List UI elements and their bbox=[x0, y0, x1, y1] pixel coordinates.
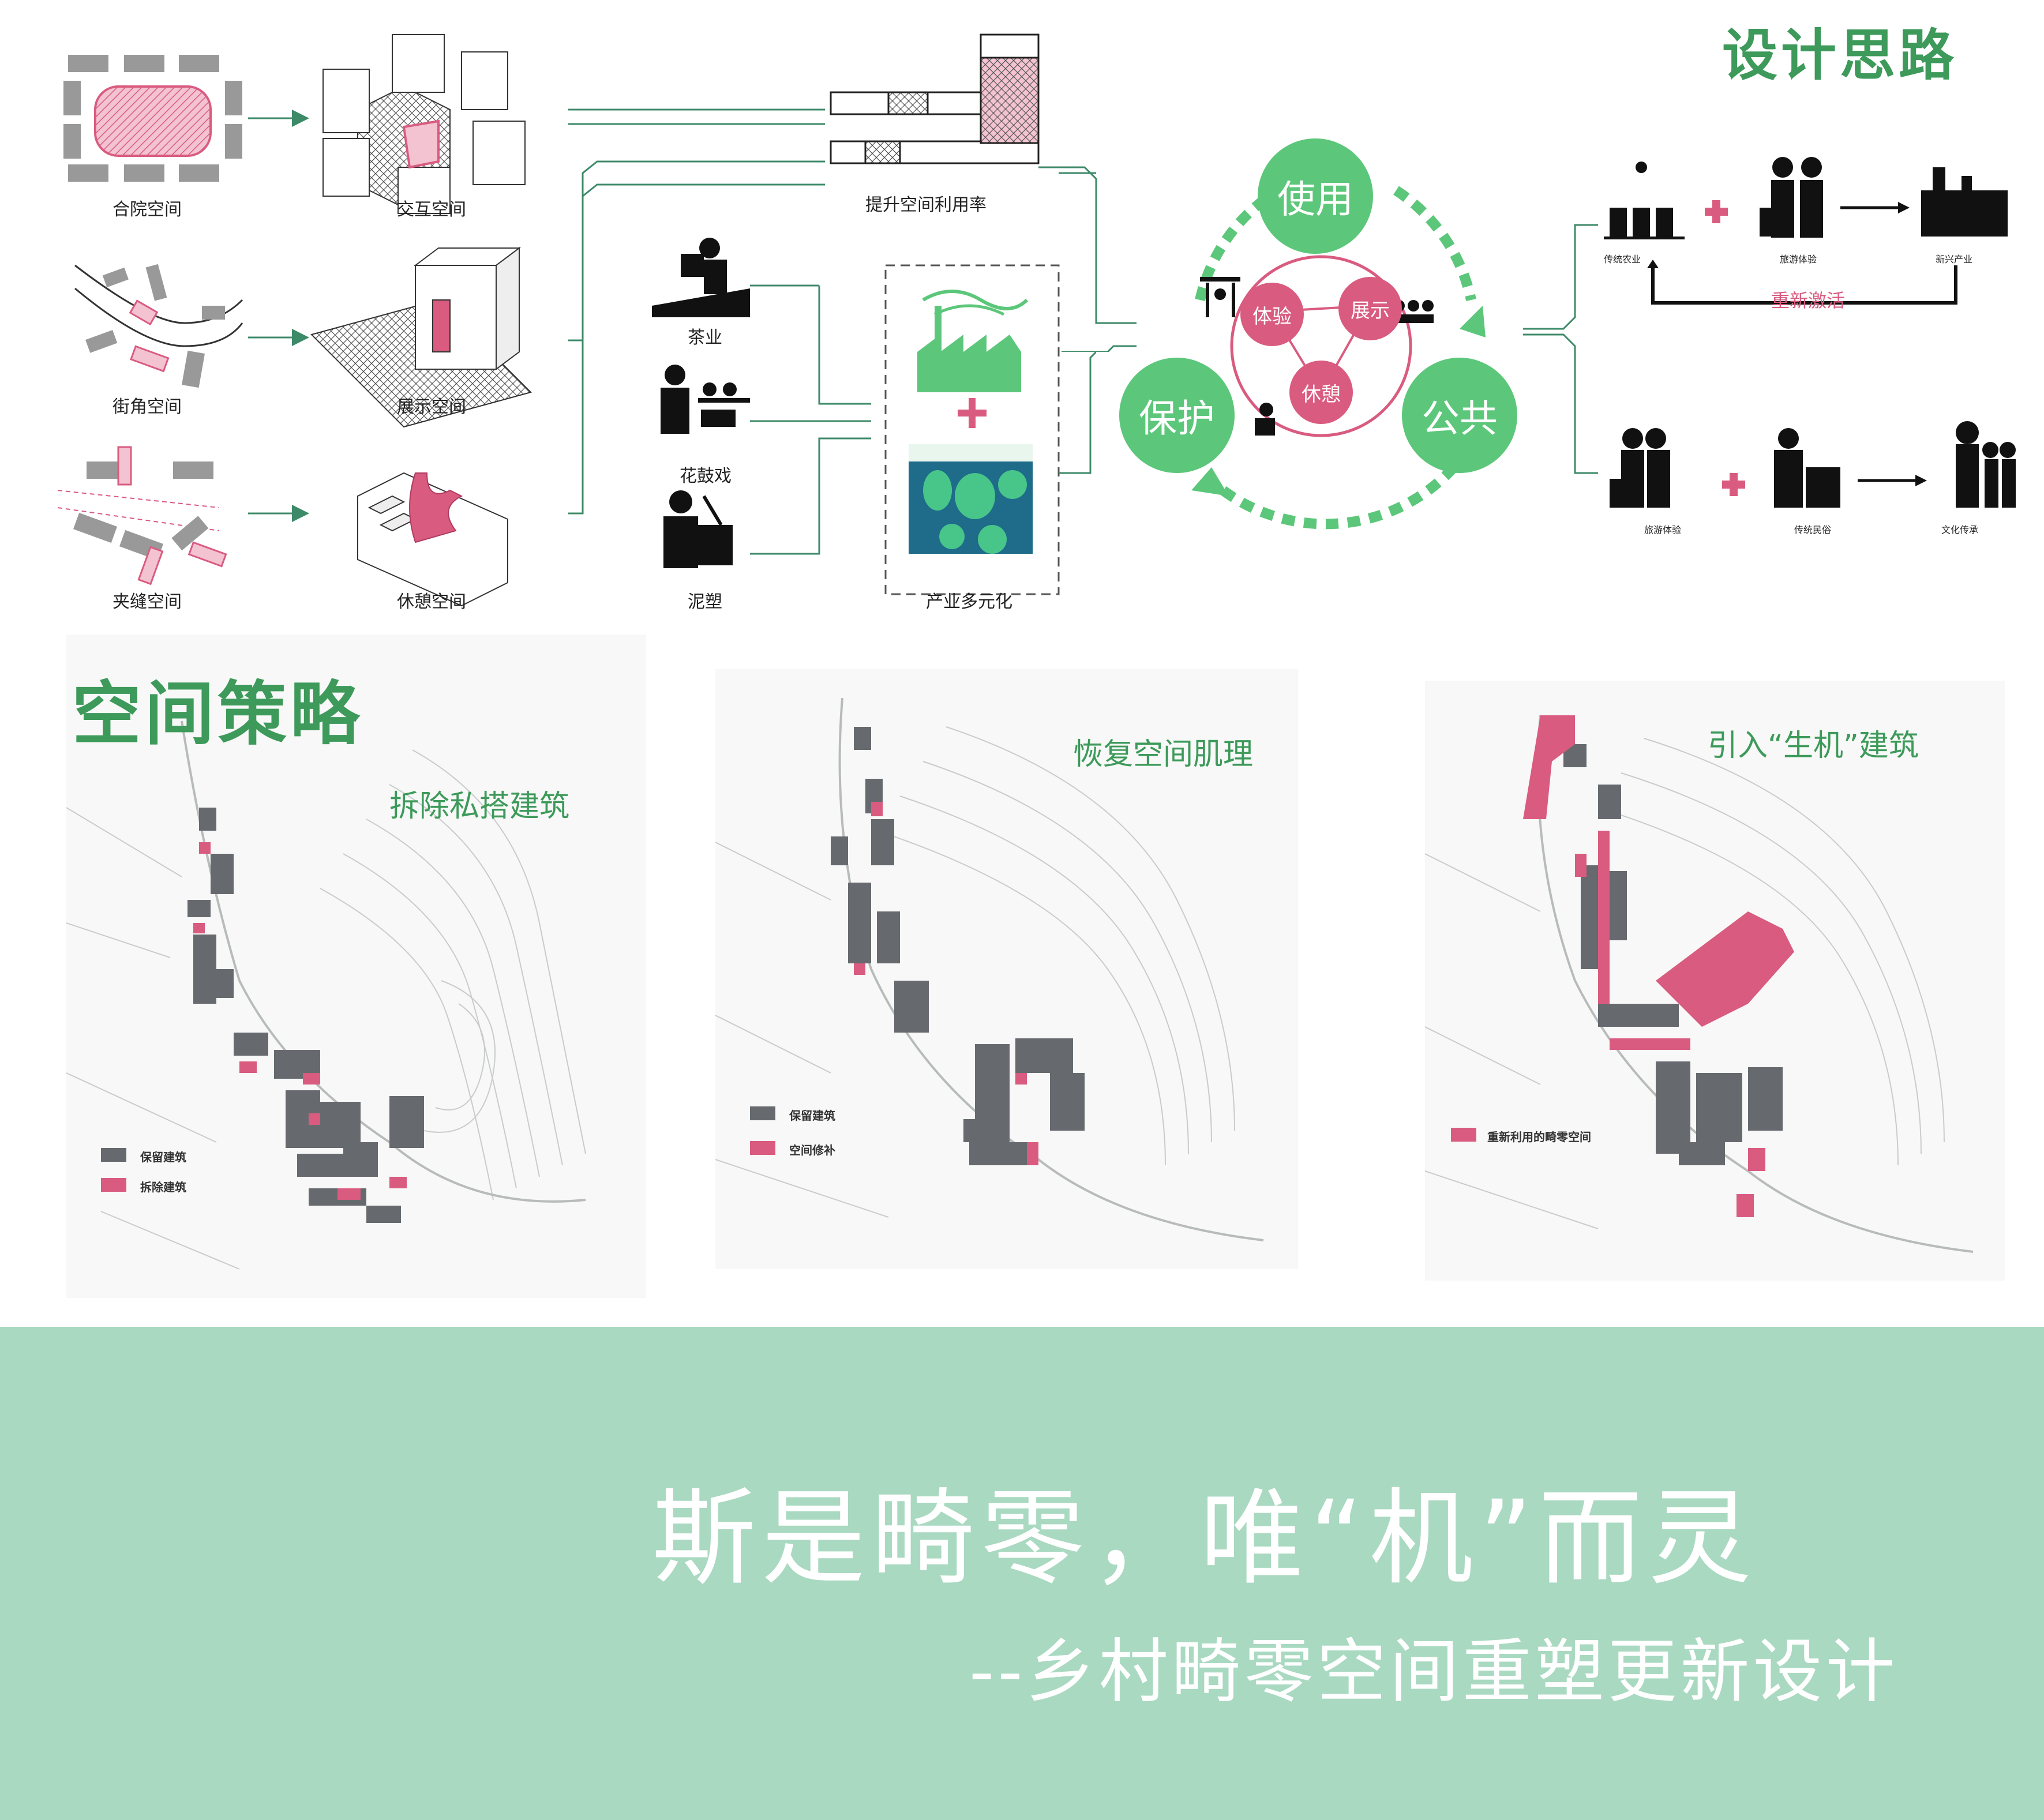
legend-swatch-kept-2 bbox=[750, 1106, 775, 1120]
inner-node-experience: 体验 bbox=[1240, 283, 1304, 346]
map-2-svg bbox=[715, 697, 1264, 1241]
map-1-buildings bbox=[187, 808, 424, 1223]
cycle-node-protect: 保护 bbox=[1119, 358, 1235, 473]
map-2-buildings bbox=[831, 727, 1085, 1165]
label-tourism-experience-2: 旅游体验 bbox=[1644, 524, 1682, 535]
world-map-icon bbox=[909, 444, 1033, 554]
label-interaction-space: 交互空间 bbox=[397, 200, 466, 220]
inner-node-display: 展示 bbox=[1338, 277, 1402, 340]
plus-icon-row1-v bbox=[1712, 200, 1720, 223]
label-flower-drum: 花鼓戏 bbox=[680, 466, 732, 486]
resting-person-icon bbox=[1255, 403, 1275, 436]
label-gap-space: 夹缝空间 bbox=[112, 592, 182, 612]
display-space-icon bbox=[310, 247, 532, 428]
inner-node-rest: 休憩 bbox=[1289, 361, 1353, 424]
cycle-node-public: 公共 bbox=[1402, 358, 1517, 473]
strategy-heading: 空间策略 bbox=[72, 674, 363, 755]
main-subtitle: --乡村畸零空间重塑更新设计 bbox=[969, 1632, 1899, 1712]
map-3-reused bbox=[1523, 715, 1794, 1217]
space-transform-diagram bbox=[57, 33, 1096, 607]
page-title: 设计思路 bbox=[1722, 23, 1957, 88]
tourists-icon-row2 bbox=[1610, 428, 1670, 508]
emerging-industry-icon bbox=[1921, 167, 2008, 237]
label-tea: 茶业 bbox=[688, 328, 722, 348]
main-title: 斯是畸零，唯“机”而灵 bbox=[652, 1478, 1758, 1599]
cultural-heritage-icon bbox=[1956, 421, 2016, 508]
map-panel-1: 拆除私搭建筑 保留建筑 拆除建筑 bbox=[66, 635, 646, 1298]
label-courtyard-space: 合院空间 bbox=[112, 200, 182, 220]
utilization-bars-icon bbox=[830, 33, 1040, 164]
plus-icon-row2-v bbox=[1730, 473, 1738, 496]
map-panel-3: 引入“生机”建筑 重新利用的畸零空间 bbox=[1425, 681, 2005, 1281]
culture-icons bbox=[652, 238, 750, 568]
legend-swatch-demolished bbox=[101, 1178, 126, 1192]
traditional-agriculture-icon bbox=[1604, 162, 1685, 239]
map-3-svg bbox=[1425, 715, 1974, 1253]
label-utilization: 提升空间利用率 bbox=[865, 195, 987, 215]
legend-kept-label: 保留建筑 bbox=[140, 1150, 186, 1164]
label-folk-custom: 传统民俗 bbox=[1794, 524, 1832, 535]
legend-kept-label-2: 保留建筑 bbox=[789, 1109, 835, 1123]
plus-icon-industry bbox=[958, 398, 987, 428]
legend-swatch-kept bbox=[101, 1148, 126, 1162]
map-1-title: 拆除私搭建筑 bbox=[389, 789, 570, 824]
map-panel-2: 恢复空间肌理 保留建筑 空间修补 bbox=[715, 669, 1298, 1269]
label-display-space: 展示空间 bbox=[397, 397, 466, 417]
map-2-repaired bbox=[854, 802, 1038, 1165]
industry-box bbox=[884, 264, 1060, 595]
activation-diagram bbox=[1523, 157, 2016, 508]
map-3-buildings bbox=[1563, 744, 1783, 1165]
tourists-icon bbox=[1760, 157, 1823, 238]
map-1-demolished bbox=[193, 842, 407, 1200]
courtyard-space-icon bbox=[63, 55, 242, 182]
visitor-icon bbox=[1200, 277, 1240, 317]
rest-space-icon bbox=[357, 472, 508, 607]
tea-icon bbox=[652, 238, 750, 317]
gap-space-icon bbox=[57, 446, 227, 586]
label-tourism-experience: 旅游体验 bbox=[1780, 254, 1817, 265]
connector-lines bbox=[1038, 166, 1137, 352]
map-3-title: 引入“生机”建筑 bbox=[1708, 729, 1919, 763]
legend-reused-label: 重新利用的畸零空间 bbox=[1487, 1130, 1591, 1144]
folk-custom-icon bbox=[1774, 428, 1840, 508]
flower-drum-opera-icon bbox=[661, 365, 750, 434]
label-clay: 泥塑 bbox=[688, 592, 722, 612]
street-corner-space-icon bbox=[74, 264, 243, 388]
factory-icon bbox=[917, 290, 1029, 392]
label-rest-space: 休憩空间 bbox=[397, 592, 466, 612]
label-industry: 产业多元化 bbox=[926, 592, 1012, 612]
legend-swatch-repaired bbox=[750, 1141, 775, 1155]
label-traditional-agriculture: 传统农业 bbox=[1604, 254, 1641, 265]
clay-sculpture-icon bbox=[663, 490, 733, 568]
label-street-corner-space: 街角空间 bbox=[112, 397, 182, 417]
map-2-title: 恢复空间肌理 bbox=[1073, 737, 1254, 772]
label-reactivate: 重新激活 bbox=[1771, 290, 1846, 312]
legend-demolished-label: 拆除建筑 bbox=[140, 1180, 186, 1194]
cycle-node-use: 使用 bbox=[1258, 138, 1373, 254]
interaction-space-icon bbox=[322, 34, 526, 214]
label-emerging-industry: 新兴产业 bbox=[1936, 254, 1973, 265]
legend-repaired-label: 空间修补 bbox=[789, 1143, 835, 1157]
label-cultural-heritage: 文化传承 bbox=[1941, 524, 1979, 535]
map-1-svg bbox=[66, 721, 586, 1270]
legend-swatch-reused bbox=[1451, 1128, 1476, 1142]
footer-band bbox=[0, 1327, 2044, 1820]
